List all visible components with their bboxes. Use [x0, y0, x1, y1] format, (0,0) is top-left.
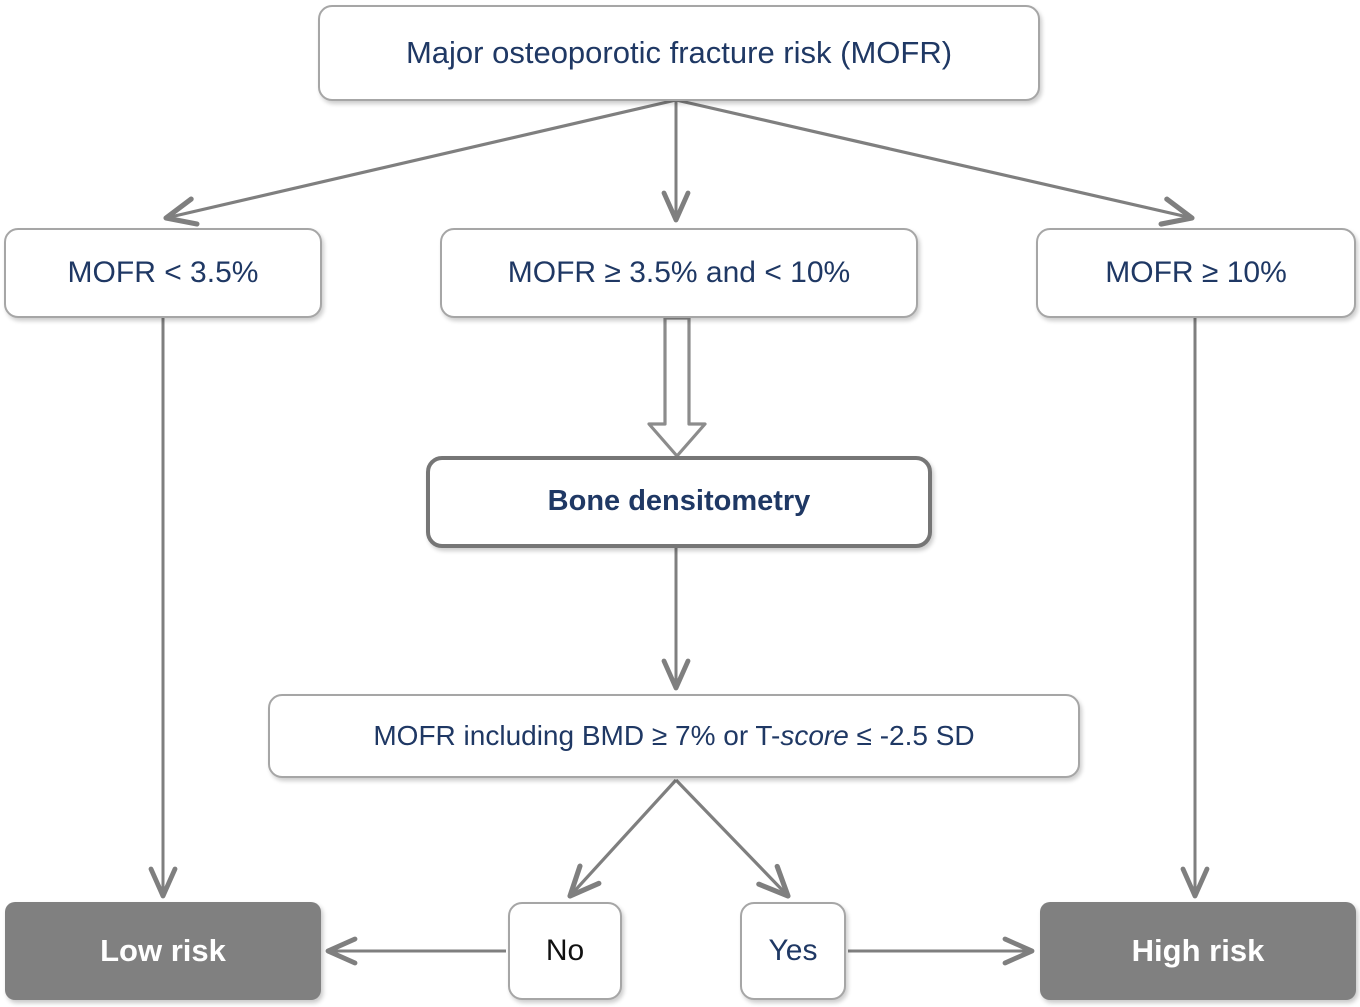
bmd-rule-text-lead: MOFR including BMD ≥ 7% or T-	[373, 719, 781, 751]
node-mofr-mid-range: MOFR ≥ 3.5% and < 10%	[440, 228, 918, 318]
node-low-risk: Low risk	[5, 902, 321, 1000]
edge-bmd-rule-to-no	[567, 778, 678, 899]
node-branch-yes: Yes	[740, 902, 846, 1000]
edge-root-to-high-range	[675, 98, 1195, 227]
node-mofr-low-range: MOFR < 3.5%	[4, 228, 322, 318]
edge-root-to-low-range	[163, 98, 677, 227]
node-high-risk: High risk	[1040, 902, 1356, 1000]
node-mofr-high-range: MOFR ≥ 10%	[1036, 228, 1356, 318]
bmd-rule-text-italic: score	[780, 719, 849, 751]
edge-bmd-rule-to-yes	[674, 778, 791, 899]
edge-mid-range-to-densitometry	[647, 316, 707, 458]
node-bmd-threshold-rule: MOFR including BMD ≥ 7% or T-score ≤ -2.…	[268, 694, 1080, 778]
node-root-mofr: Major osteoporotic fracture risk (MOFR)	[318, 5, 1040, 101]
bmd-rule-text-tail: ≤ -2.5 SD	[848, 719, 975, 751]
node-branch-no: No	[508, 902, 622, 1000]
node-bone-densitometry: Bone densitometry	[426, 456, 932, 548]
